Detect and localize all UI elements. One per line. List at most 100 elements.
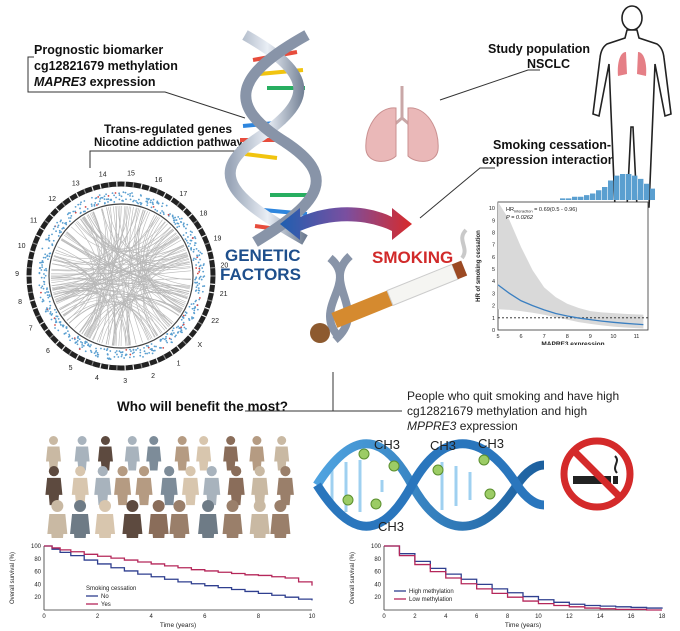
km-legend-label: Low methylation <box>409 597 452 603</box>
km-curve-yes <box>44 545 313 586</box>
circos-link <box>105 255 189 345</box>
circos-point <box>130 350 132 352</box>
circos-point <box>172 332 175 334</box>
circos-point <box>178 217 181 220</box>
circos-point <box>180 221 183 224</box>
circos-point <box>118 192 121 195</box>
hr-y-tick: 3 <box>492 291 495 297</box>
person-body <box>45 446 61 471</box>
ch3-label-4: CH3 <box>378 519 405 534</box>
circos-band <box>35 314 41 318</box>
circos-link <box>126 206 171 327</box>
circos-point <box>103 348 106 351</box>
circos-point <box>178 225 181 228</box>
crowd-person <box>249 500 270 538</box>
smoking-interaction-line2: expression interaction <box>482 153 616 167</box>
circos-point <box>84 342 87 345</box>
dna-strand-b <box>240 30 322 247</box>
circos-band <box>91 360 94 367</box>
circos-point <box>192 259 195 262</box>
trans-title: Trans-regulated genes <box>104 122 233 136</box>
circos-point <box>47 247 50 250</box>
circos-band <box>155 358 159 364</box>
circos-point <box>76 343 79 346</box>
circos-point <box>75 341 77 344</box>
person-head <box>226 436 236 445</box>
smoke <box>460 228 468 260</box>
circos-point <box>197 292 200 294</box>
person-head <box>274 500 287 512</box>
circos-point <box>46 307 48 309</box>
circos-band <box>61 345 66 351</box>
km-x-tick: 6 <box>203 614 207 620</box>
circos-point <box>175 326 178 329</box>
circos-point <box>68 335 71 337</box>
circos-point <box>189 242 192 245</box>
crowd-person <box>45 466 63 506</box>
circos-point <box>51 243 54 246</box>
circos-link <box>127 210 146 346</box>
circos-point <box>54 318 57 320</box>
circos-point <box>151 202 154 204</box>
person-body <box>160 477 178 506</box>
circos-point <box>147 198 150 201</box>
circos-point <box>189 230 192 233</box>
circos-point <box>177 222 180 225</box>
km-x-tick: 2 <box>413 614 417 620</box>
circos-band <box>188 334 193 339</box>
circos-point <box>194 258 197 261</box>
hr-x-tick: 5 <box>496 334 499 340</box>
circos-point <box>84 206 87 208</box>
km-legend-label: Yes <box>101 602 111 608</box>
km-y-tick: 60 <box>374 570 381 576</box>
hr-y-tick: 7 <box>492 243 495 249</box>
circos-link <box>61 293 182 313</box>
hr-histogram-bar <box>572 196 578 200</box>
circos-point <box>129 353 132 356</box>
circos-link <box>51 261 190 276</box>
crowd-person <box>270 500 291 538</box>
person-head <box>75 466 86 477</box>
circos-chromosome-label: 13 <box>72 180 80 187</box>
circos-point <box>48 240 51 242</box>
person-head <box>254 466 265 477</box>
circos-band <box>91 185 94 192</box>
circos-point <box>203 285 206 287</box>
circos-band <box>208 291 215 294</box>
circos-point <box>131 352 134 355</box>
circos-chromosome-label: 5 <box>69 365 73 372</box>
circos-point <box>129 192 132 195</box>
circos-point <box>49 311 52 313</box>
circos-point <box>121 199 124 202</box>
circos-point <box>180 217 183 220</box>
person-body <box>135 477 153 506</box>
circos-point <box>185 232 188 234</box>
circos-point <box>139 351 142 354</box>
person-body <box>276 477 294 506</box>
circos-point <box>74 211 77 214</box>
circos-link <box>62 206 117 316</box>
circos-link <box>142 217 169 328</box>
km-curve-no <box>44 545 313 601</box>
circos-point <box>54 327 56 329</box>
study-connector <box>439 69 540 101</box>
circos-chromosome-label: 7 <box>29 326 33 333</box>
circos-point <box>136 201 138 204</box>
circos-band <box>99 363 102 369</box>
circos-point <box>190 303 193 306</box>
person-head <box>280 466 291 477</box>
km-y-tick: 80 <box>34 557 41 563</box>
circos-point <box>177 325 180 328</box>
km-y-tick: 80 <box>374 557 381 563</box>
circos-point <box>38 284 41 287</box>
person-body <box>222 514 243 538</box>
circos-point <box>195 264 197 266</box>
circos-point <box>152 205 155 208</box>
dna-helix-main <box>224 30 322 247</box>
circos-point <box>46 291 48 293</box>
km-legend-label: No <box>101 594 109 600</box>
crowd-person <box>135 466 153 506</box>
circos-bands <box>26 181 216 371</box>
circos-link <box>53 252 188 266</box>
